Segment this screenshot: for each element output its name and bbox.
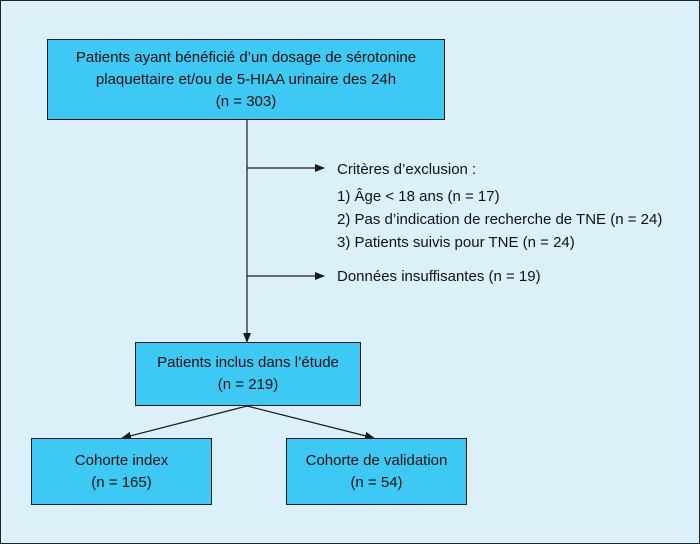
node-validation-cohort: Cohorte de validation (n = 54) (286, 438, 467, 505)
node-start-line-2: plaquettaire et/ou de 5-HIAA urinaire de… (95, 70, 397, 88)
exclusion-criteria: Critères d’exclusion : 1) Âge < 18 ans (… (337, 158, 662, 254)
edge-included-to-index (121, 405, 248, 440)
node-included-line-2: (n = 219) (217, 376, 279, 393)
node-start-line-1: Patients ayant bénéficié d’un dosage de … (75, 48, 417, 66)
edge-included-to-validation (246, 405, 375, 440)
node-index-cohort-line-1: Cohorte index (74, 451, 169, 469)
node-included: Patients inclus dans l’étude (n = 219) (135, 342, 361, 406)
node-validation-cohort-line-2: (n = 54) (350, 473, 403, 491)
node-validation-cohort-line-1: Cohorte de validation (305, 451, 448, 469)
node-start-line-3: (n = 303) (215, 92, 277, 110)
exclusion-item-2: 2) Pas d’indication de recherche de TNE … (337, 211, 663, 228)
exclusion-item-1: 1) Âge < 18 ans (n = 17) (337, 188, 500, 205)
node-included-line-1: Patients inclus dans l’étude (157, 354, 339, 371)
insufficient-data-label: Données insuffisantes (n = 19) (337, 268, 541, 285)
node-index-cohort-line-2: (n = 165) (91, 473, 152, 491)
exclusion-item-3: 3) Patients suivis pour TNE (n = 24) (337, 234, 575, 251)
exclusion-criteria-title: Critères d’exclusion : (337, 161, 477, 178)
node-index-cohort: Cohorte index (n = 165) (31, 438, 212, 505)
node-start: Patients ayant bénéficié d’un dosage de … (47, 39, 445, 120)
